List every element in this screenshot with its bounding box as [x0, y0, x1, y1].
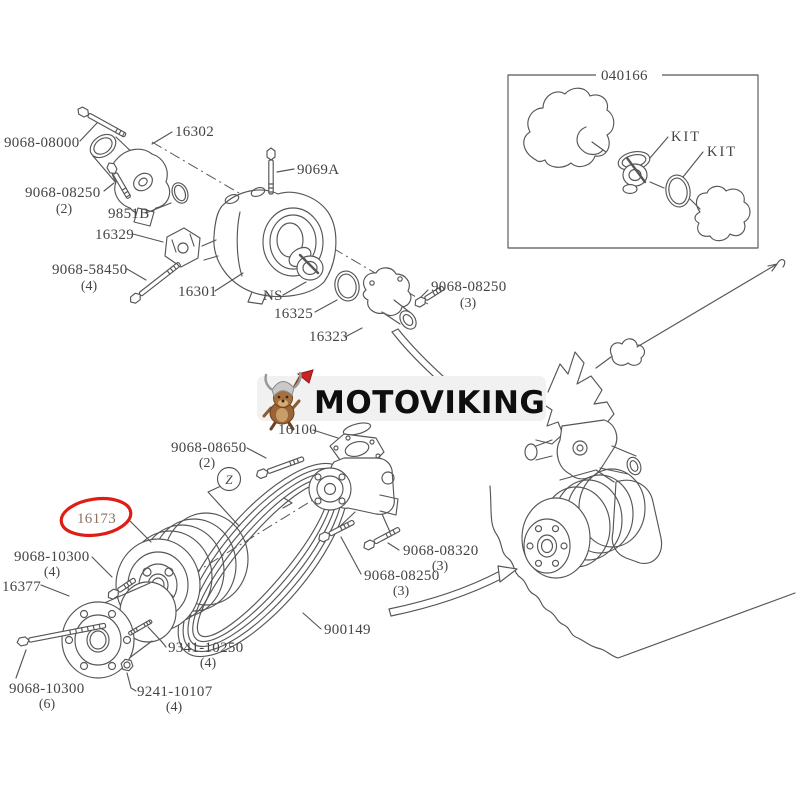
qty-9068-10300-6: (6)	[39, 697, 56, 712]
bolt-9068-10300-6	[16, 622, 107, 647]
label-9068-08250-lower: 9068-08250	[364, 568, 440, 584]
water-outlet-16323	[362, 267, 417, 330]
label-16377: 16377	[2, 579, 41, 595]
watermark-brand-text: MOTOVIKING	[314, 385, 545, 421]
label-9068-08250-right: 9068-08250	[431, 279, 507, 295]
motoviking-mascot-icon	[262, 369, 314, 431]
label-16323: 16323	[309, 329, 348, 345]
label-16301: 16301	[178, 284, 217, 300]
bolt-9068-08650	[255, 456, 305, 480]
variant-balloon-z: Z	[216, 466, 242, 492]
qty-9068-08250-right: (3)	[460, 296, 477, 311]
label-kit-2: KIT	[707, 144, 737, 160]
qty-9241-10107: (4)	[166, 700, 183, 715]
bracket-16329	[164, 227, 201, 268]
label-9068-08000: 9068-08000	[4, 135, 80, 151]
red-highlight-ellipse	[59, 496, 133, 538]
label-16173: 16173	[77, 511, 116, 527]
label-16302: 16302	[175, 124, 214, 140]
label-900149: 900149	[324, 622, 371, 638]
nut-9241-10107	[120, 658, 134, 672]
bolt-9068-58450	[130, 262, 181, 304]
label-9068-58450: 9068-58450	[52, 262, 128, 278]
label-9068-10300-4: 9068-10300	[14, 549, 90, 565]
bolt-9068-08000	[77, 106, 127, 138]
qty-9068-08320: (3)	[432, 559, 449, 574]
bolt-9068-08250-top	[106, 162, 131, 199]
engine-sketch-upper	[524, 351, 642, 480]
label-16325: 16325	[274, 306, 313, 322]
label-9341-10250: 9341-10250	[168, 640, 244, 656]
label-9068-08320: 9068-08320	[403, 543, 479, 559]
watermark-background	[257, 376, 546, 421]
qty-9068-08650: (2)	[199, 456, 216, 471]
qty-9068-08250-top: (2)	[56, 202, 73, 217]
kit-gasket-right	[694, 185, 751, 242]
thermostat-ns	[288, 246, 324, 281]
bolt-9068-10300-4	[107, 577, 137, 600]
bolt-9068-08320	[363, 526, 401, 551]
qty-9068-08250-lower: (3)	[393, 584, 410, 599]
part-labels: 9068-08000 16302 9068-08250 (2) 9851B 16…	[2, 68, 737, 715]
assembly-axis-lines	[65, 141, 429, 653]
label-ns: NS	[263, 288, 283, 304]
install-direction-arrow	[388, 565, 518, 617]
kit-oring	[665, 174, 691, 208]
bolt-9068-08250-lower	[318, 519, 355, 543]
label-16329: 16329	[95, 227, 134, 243]
kit-gasket-left	[523, 87, 615, 168]
label-9241-10107: 9241-10107	[137, 684, 213, 700]
label-9068-08650: 9068-08650	[171, 440, 247, 456]
water-pump-16100	[308, 422, 399, 533]
watermark: MOTOVIKING	[257, 369, 546, 431]
highlighted-part-16173: 16173	[59, 496, 133, 538]
label-9851b: 9851B	[108, 206, 150, 222]
bolt-9069a	[266, 147, 276, 195]
label-9068-10300-6: 9068-10300	[9, 681, 85, 697]
engine-installed-pulley	[521, 468, 663, 579]
label-9068-08250-top: 9068-08250	[25, 185, 101, 201]
label-16100: 16100	[278, 422, 317, 438]
oring-9851b	[171, 182, 189, 204]
kit-thermostat	[617, 151, 651, 195]
leader-lines	[15, 122, 429, 692]
qty-9341-10250: (4)	[200, 656, 217, 671]
location-pointer-line	[595, 259, 786, 369]
kit-box-040166	[507, 67, 759, 249]
label-kit-1: KIT	[671, 129, 701, 145]
fan-hub-16377	[61, 581, 177, 679]
qty-9068-58450: (4)	[81, 279, 98, 294]
engine-outline	[489, 485, 796, 659]
gasket-16325	[334, 270, 360, 302]
qty-9068-10300-4: (4)	[44, 565, 61, 580]
label-040166: 040166	[601, 68, 648, 84]
balloon-letter: Z	[225, 472, 233, 487]
stud-9341-10250	[128, 619, 153, 636]
label-9069a: 9069A	[297, 162, 339, 178]
